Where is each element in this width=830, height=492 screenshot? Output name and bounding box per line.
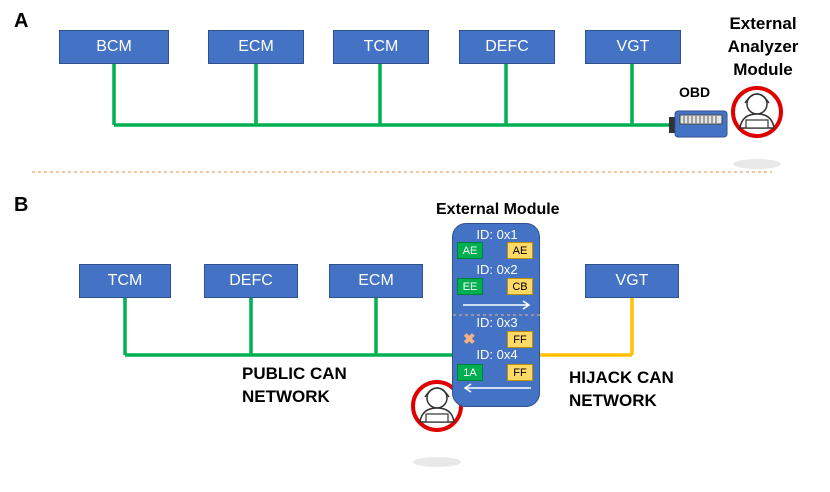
hijack-can-line: HIJACK CAN <box>569 368 674 387</box>
ecu-tcm-b: TCM <box>79 264 171 298</box>
blocked-x-icon: ✖ <box>463 331 476 348</box>
out-chip-3: FF <box>507 331 533 348</box>
ecu-vgt-b: VGT <box>585 264 679 298</box>
ecu-vgt-a: VGT <box>585 30 681 64</box>
hijack-can-network-label: HIJACK CAN NETWORK <box>569 366 674 412</box>
in-chip-4: 1A <box>457 364 483 381</box>
panel-b-letter: B <box>14 194 29 216</box>
ecu-defc: DEFC <box>459 30 555 64</box>
out-chip-2: CB <box>507 278 533 295</box>
obd-label: OBD <box>679 84 711 100</box>
id-label-0x1: ID: 0x1 <box>476 227 518 242</box>
analyzer-label-line: External <box>729 14 797 33</box>
analyzer-label-line: Module <box>733 60 793 79</box>
ecu-ecm-b: ECM <box>329 264 423 298</box>
external-module-title: External Module <box>436 201 560 218</box>
analyzer-label: External Analyzer Module <box>716 12 810 81</box>
analyzer-label-line: Analyzer <box>727 37 799 56</box>
out-chip-1: AE <box>507 242 533 259</box>
in-chip-1: AE <box>457 242 483 259</box>
panel-a-can-bus <box>112 64 676 127</box>
out-chip-4: FF <box>507 364 533 381</box>
public-can-line: NETWORK <box>242 387 330 406</box>
in-chip-2: EE <box>457 278 483 295</box>
hijack-can-bus <box>538 298 634 357</box>
public-can-line: PUBLIC CAN <box>242 364 347 383</box>
panel-a-letter: A <box>14 10 29 32</box>
id-label-0x3: ID: 0x3 <box>476 315 518 330</box>
hacker-icon-b <box>411 380 463 467</box>
public-can-network-label: PUBLIC CAN NETWORK <box>242 362 347 408</box>
obd-connector-icon <box>669 110 728 138</box>
left-arrow-icon <box>463 383 531 393</box>
external-module-box: ID: 0x1 AE AE ID: 0x2 EE CB ID: 0x3 ✖ FF… <box>452 223 541 407</box>
ecu-ecm: ECM <box>208 30 304 64</box>
public-can-bus <box>123 298 454 357</box>
hijack-can-line: NETWORK <box>569 391 657 410</box>
right-arrow-icon <box>463 300 531 310</box>
id-label-0x2: ID: 0x2 <box>476 262 518 277</box>
flow-arrows <box>453 300 541 393</box>
ecu-tcm: TCM <box>333 30 429 64</box>
ecu-bcm: BCM <box>59 30 169 64</box>
id-label-0x4: ID: 0x4 <box>476 347 518 362</box>
ecu-defc-b: DEFC <box>204 264 298 298</box>
hacker-icon-a <box>731 86 783 169</box>
